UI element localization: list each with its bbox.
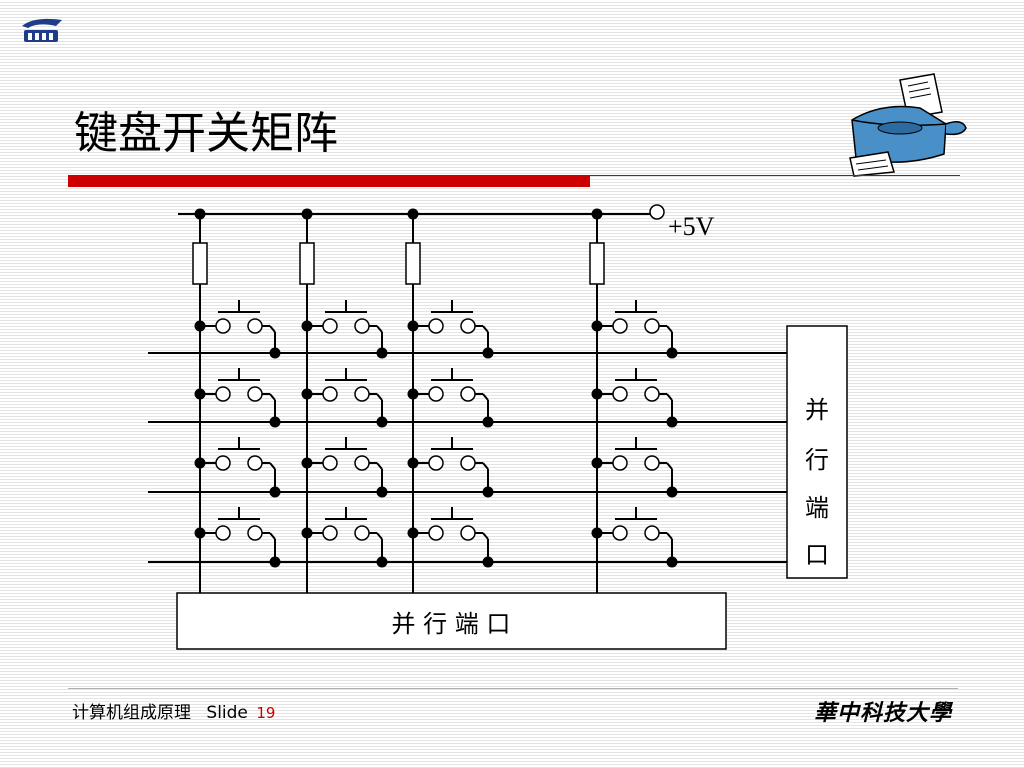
switch-contact-left (612, 455, 628, 471)
switch-contact-left (612, 525, 628, 541)
switch-contact-right (354, 386, 370, 402)
switch-lead-bend (666, 462, 673, 470)
switch-contact-right (460, 455, 476, 471)
printer-icon (849, 73, 967, 177)
supply-terminal-icon (649, 204, 665, 220)
switch-contact-right (354, 318, 370, 334)
switch-contact-right (644, 318, 660, 334)
switch-lead-bend (376, 393, 383, 401)
switch-contact-left (322, 455, 338, 471)
switch-row-junction (269, 416, 281, 428)
switch-contact-left (322, 318, 338, 334)
switch-row-junction (376, 556, 388, 568)
pullup-resistor (192, 242, 208, 285)
keyboard-matrix-diagram: +5V 并 行 端 口 并 行 端 口 (148, 204, 848, 650)
switch-contact-right (460, 318, 476, 334)
university-name: 華中科技大學 (813, 700, 952, 726)
switch-lead-bend (269, 393, 276, 401)
footer-divider (68, 688, 958, 689)
switch-contact-left (428, 525, 444, 541)
switch-contact-right (247, 386, 263, 402)
pullup-resistor (405, 242, 421, 285)
switch-contact-right (460, 386, 476, 402)
university-logo-icon (22, 18, 62, 42)
title-divider-red (68, 175, 590, 187)
bottom-parallel-port-box (176, 592, 727, 650)
switch-contact-left (215, 386, 231, 402)
switch-contact-left (612, 386, 628, 402)
right-port-char-4: 口 (805, 541, 829, 569)
switch-contact-right (354, 455, 370, 471)
slide-number: 19 (256, 704, 276, 722)
switch-contact-right (354, 525, 370, 541)
right-parallel-port-box (786, 325, 848, 579)
switch-lead-bend (376, 462, 383, 470)
switch-contact-left (215, 455, 231, 471)
switch-contact-right (247, 525, 263, 541)
switch-row-junction (482, 556, 494, 568)
course-name: 计算机组成原理 (72, 703, 191, 723)
switch-lead-bend (482, 393, 489, 401)
switch-contact-left (428, 386, 444, 402)
switch-row-junction (269, 556, 281, 568)
switch-row-junction (666, 416, 678, 428)
switch-row-junction (376, 486, 388, 498)
slide-title: 键盘开关矩阵 (74, 108, 338, 159)
switch-contact-left (612, 318, 628, 334)
switch-contact-left (322, 525, 338, 541)
switch-contact-right (644, 525, 660, 541)
switch-row-junction (376, 347, 388, 359)
footer-info: 计算机组成原理 Slide 19 (72, 698, 275, 723)
switch-contact-right (460, 525, 476, 541)
switch-contact-right (644, 386, 660, 402)
switch-lead-bend (666, 393, 673, 401)
pullup-resistor (589, 242, 605, 285)
switch-contact-left (215, 525, 231, 541)
switch-row-junction (269, 347, 281, 359)
slide-word: Slide (206, 703, 248, 723)
switch-row-junction (482, 486, 494, 498)
switch-lead-bend (376, 532, 383, 540)
bottom-port-label: 并 行 端 口 (392, 610, 511, 638)
switch-row-junction (376, 416, 388, 428)
switch-lead-bend (482, 532, 489, 540)
title-divider-thin (590, 175, 960, 176)
switch-row-junction (269, 486, 281, 498)
right-port-char-3: 端 (805, 494, 829, 522)
switch-contact-left (428, 318, 444, 334)
right-port-char-2: 行 (805, 446, 829, 474)
switch-contact-right (644, 455, 660, 471)
switch-row-junction (482, 416, 494, 428)
switch-contact-left (215, 318, 231, 334)
switch-contact-right (247, 318, 263, 334)
pullup-resistor (299, 242, 315, 285)
switch-row-junction (482, 347, 494, 359)
switch-contact-left (428, 455, 444, 471)
switch-row-junction (666, 556, 678, 568)
switch-lead-bend (376, 325, 383, 333)
supply-voltage-label: +5V (668, 212, 715, 241)
switch-lead-bend (482, 462, 489, 470)
switch-contact-right (247, 455, 263, 471)
switch-lead-bend (666, 325, 673, 333)
switch-lead-bend (269, 325, 276, 333)
right-port-char-1: 并 (805, 396, 829, 424)
switch-lead-bend (269, 532, 276, 540)
switch-row-junction (666, 486, 678, 498)
switch-row-junction (666, 347, 678, 359)
switch-lead-bend (482, 325, 489, 333)
switch-lead-bend (666, 532, 673, 540)
switch-contact-left (322, 386, 338, 402)
switch-lead-bend (269, 462, 276, 470)
